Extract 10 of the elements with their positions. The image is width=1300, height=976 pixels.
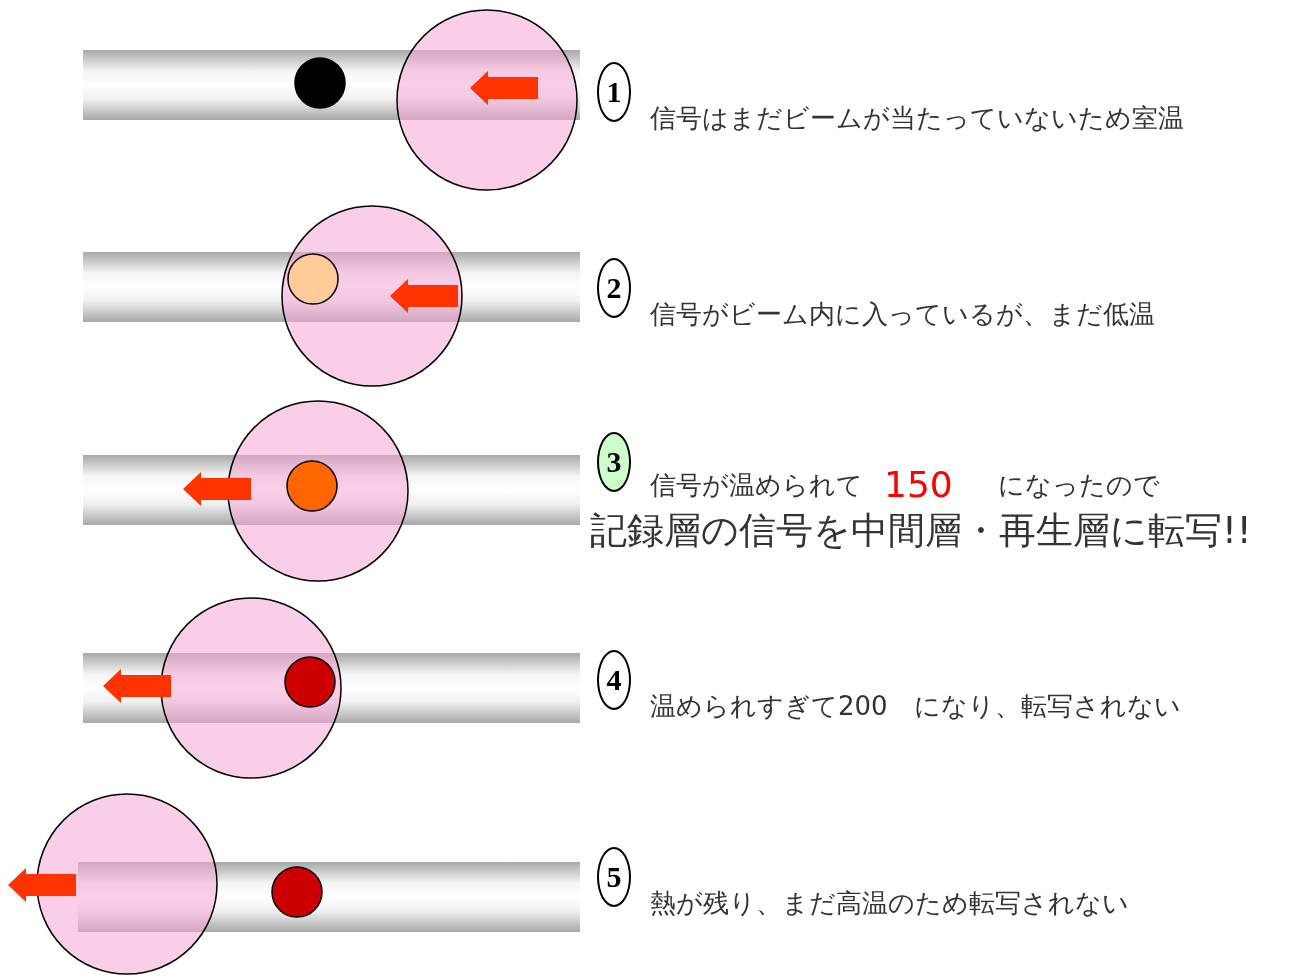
- temperature-value: 150: [884, 464, 953, 506]
- step-number: 1: [597, 62, 631, 122]
- step-number: 5: [597, 847, 631, 907]
- step-number: 4: [597, 650, 631, 710]
- description-text: 信号が温められて: [650, 471, 863, 501]
- step-number: 2: [597, 258, 631, 318]
- description-text: 信号がビーム内に入っているが、まだ低温: [650, 300, 1155, 330]
- description-text: になったので: [998, 471, 1160, 501]
- step-number: 3: [597, 432, 631, 492]
- description-text: 記録層の信号を中間層・再生層に転写!!: [590, 510, 1252, 553]
